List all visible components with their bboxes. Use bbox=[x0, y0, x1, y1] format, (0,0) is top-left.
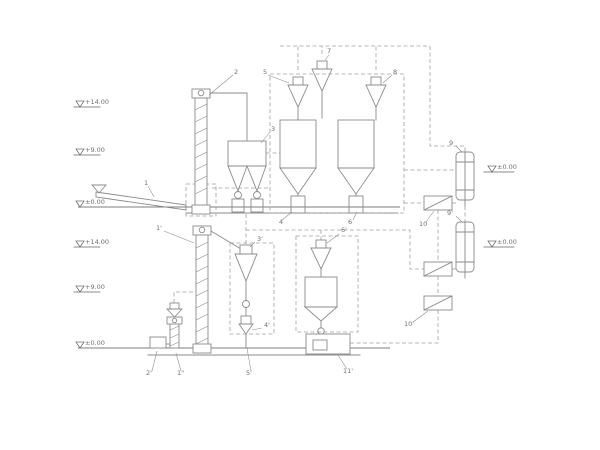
tag-discharge-d: 5' bbox=[246, 369, 252, 377]
elevation-triangle-icon bbox=[487, 165, 497, 173]
chute bbox=[209, 92, 248, 142]
elevation-label: ±0.00 bbox=[85, 339, 105, 347]
cyclone-icon bbox=[310, 247, 332, 271]
cyclone-d-assembly: 3' 4' 5' bbox=[234, 235, 270, 377]
cyclone-e-assembly: 6' 11' bbox=[303, 226, 353, 375]
vessel-a: 9 bbox=[449, 139, 475, 207]
tag-cyclone-d: 3' bbox=[257, 235, 263, 243]
cyclone-center: 7 bbox=[311, 47, 333, 119]
head-pulley-icon bbox=[171, 317, 178, 324]
tag-vessel-b: 9' bbox=[447, 209, 453, 217]
tag-bin-b: 6 bbox=[348, 218, 352, 226]
tag-conveyor: 1 bbox=[144, 179, 148, 187]
packer-box bbox=[305, 333, 351, 355]
cyclone-icon bbox=[311, 68, 333, 93]
storage-bin-b: 6 8 bbox=[337, 68, 397, 226]
cyclone-icon bbox=[287, 84, 309, 109]
chute bbox=[210, 230, 242, 250]
tag-hopper: 3 bbox=[271, 125, 275, 133]
tag-elevator-a: 2 bbox=[234, 68, 238, 76]
tag-valve-d: 4' bbox=[264, 321, 270, 329]
vessel-b: 9' bbox=[447, 209, 475, 279]
elevation-triangle-icon bbox=[75, 148, 85, 156]
tag-feeder-box: 2' bbox=[146, 369, 152, 377]
fan-box-b: 10' bbox=[404, 261, 453, 328]
head-pulley-icon bbox=[197, 89, 205, 97]
tag-tower: 1'' bbox=[177, 369, 185, 377]
rotary-valve-icon bbox=[234, 191, 242, 199]
bucket-elevator-b: 1' bbox=[156, 224, 242, 354]
tag-elevator-b: 1' bbox=[156, 224, 162, 232]
tag-cyclone-a: 5 bbox=[263, 68, 267, 76]
cyclone-icon bbox=[365, 84, 387, 109]
fan-box-a: 10 bbox=[419, 195, 453, 228]
storage-bin-a: 4 5 bbox=[263, 68, 317, 226]
ground-lines bbox=[73, 106, 515, 356]
elevation-triangle-icon bbox=[75, 240, 85, 248]
elevation-triangle-icon bbox=[487, 240, 497, 248]
inclined-conveyor: 1 bbox=[91, 179, 187, 211]
rotary-valve-icon bbox=[242, 300, 250, 308]
cyclone-icon bbox=[234, 253, 258, 283]
elevation-label: +9.00 bbox=[85, 146, 105, 154]
elevation-label: +14.00 bbox=[85, 98, 109, 106]
elevation-triangle-icon bbox=[75, 100, 85, 108]
rotary-valve-icon bbox=[317, 327, 325, 335]
tag-fan-a: 10 bbox=[419, 220, 427, 228]
tag-cyclone-e: 6' bbox=[341, 226, 347, 234]
elevation-triangle-icon bbox=[75, 200, 85, 208]
elevation-label: +9.00 bbox=[85, 283, 105, 291]
tag-vessel-a: 9 bbox=[449, 139, 453, 147]
tag-bin-a: 4 bbox=[279, 218, 283, 226]
feed-hopper-icon bbox=[91, 184, 107, 194]
cyclone-icon bbox=[165, 308, 184, 318]
elevation-label: ±0.00 bbox=[497, 163, 517, 171]
rotary-valve-icon bbox=[253, 191, 261, 199]
elevation-triangle-icon bbox=[75, 285, 85, 293]
double-cone-hopper: 3 bbox=[227, 125, 275, 213]
elevation-label: +14.00 bbox=[85, 238, 109, 246]
small-tower-assembly: 2' 1'' bbox=[146, 302, 185, 377]
bucket-elevator-a: 2 bbox=[191, 68, 248, 215]
elevation-markers: +14.00 +9.00 ±0.00 +14.00 +9.00 ±0.00 ±0… bbox=[75, 98, 517, 349]
head-pulley-icon bbox=[198, 226, 206, 234]
elevation-label: ±0.00 bbox=[85, 198, 105, 206]
tag-fan-b: 10' bbox=[404, 320, 414, 328]
tag-packer: 11' bbox=[343, 367, 353, 375]
ductwork-dashed bbox=[173, 45, 466, 344]
tag-cyclone-c: 8 bbox=[393, 68, 397, 76]
elevation-triangle-icon bbox=[75, 341, 85, 349]
elevation-label: ±0.00 bbox=[497, 238, 517, 246]
tag-cyclone-b: 7 bbox=[327, 47, 331, 55]
